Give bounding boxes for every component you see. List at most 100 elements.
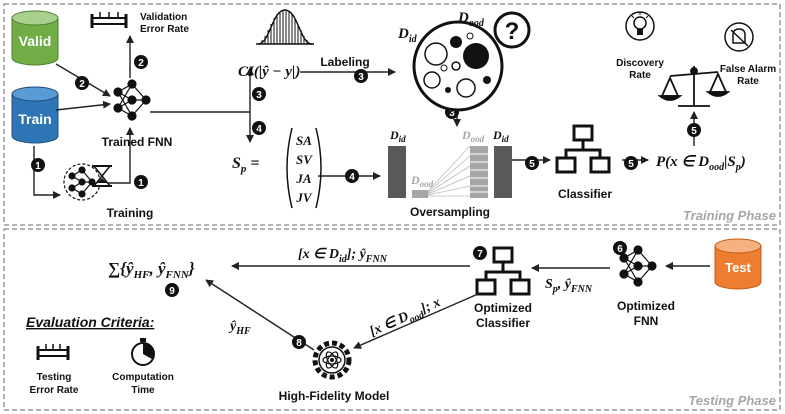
step-marker-5c: 5 (687, 123, 701, 137)
svg-text:3: 3 (256, 90, 262, 101)
discovery-rate-line1: Discovery (616, 58, 664, 69)
arrow-ood-expression: [x ∈ Dood]; x (368, 295, 445, 342)
muted-bell-icon (724, 22, 754, 52)
step-marker-9: 9 (165, 283, 179, 297)
step-marker-3b: 3 (354, 69, 368, 83)
svg-text:5: 5 (529, 159, 535, 170)
bar-label-id-before: Did (389, 128, 406, 144)
test-label: Test (725, 260, 751, 275)
svg-text:7: 7 (477, 249, 483, 260)
step-marker-6: 6 (613, 241, 627, 255)
train-label: Train (18, 111, 51, 127)
ci-expression: CI(|ŷ − y|) (238, 64, 300, 80)
confidence-interval-icon (256, 9, 314, 45)
bar-label-ood-before: Dood (410, 173, 434, 189)
hourglass-icon (92, 165, 112, 187)
svg-text:8: 8 (296, 338, 302, 349)
trained-fnn-label: Trained FNN (102, 135, 173, 149)
evaluation-criteria-heading: Evaluation Criteria: (26, 314, 154, 330)
step-marker-7: 7 (473, 246, 487, 260)
oversampling-label: Oversampling (410, 205, 490, 219)
question-mark-icon: ? (493, 11, 531, 49)
bar-ood-after (470, 146, 488, 198)
training-label: Training (107, 206, 154, 220)
classifier-tree-icon (555, 124, 611, 174)
labeling-label: Labeling (320, 55, 369, 69)
high-fidelity-model-label: High-Fidelity Model (279, 389, 390, 403)
discovery-rate-line2: Rate (629, 70, 651, 81)
trained-fnn-network-icon (113, 79, 151, 121)
training-phase-label: Training Phase (683, 208, 776, 223)
validation-label-line2: Error Rate (140, 24, 189, 35)
d-ood-label: Dood (457, 10, 485, 29)
step-marker-2a: 2 (75, 76, 89, 90)
svg-text:2: 2 (138, 58, 144, 69)
computation-time-line1: Computation (112, 372, 174, 383)
probability-expression: P(x ∈ Dood|Sp) (656, 154, 746, 173)
balance-scale-icon (657, 66, 731, 107)
bar-id-after (494, 146, 512, 198)
matrix-right-paren (315, 127, 322, 209)
optimized-classifier-tree-icon (475, 246, 531, 296)
optimized-classifier-line2: Classifier (476, 316, 530, 330)
training-network-icon (63, 163, 101, 201)
bar-id-before (388, 146, 406, 198)
d-id-label: Did (397, 26, 418, 45)
svg-text:1: 1 (138, 178, 144, 189)
step-marker-3a: 3 (252, 87, 266, 101)
false-alarm-rate-line1: False Alarm (720, 64, 776, 75)
false-alarm-rate-line2: Rate (737, 76, 759, 87)
svg-text:3: 3 (358, 72, 364, 83)
svg-text:2: 2 (79, 79, 85, 90)
testing-phase-label: Testing Phase (688, 393, 776, 408)
sp-item-ja: JA (295, 171, 312, 186)
step-marker-4a: 4 (252, 121, 266, 135)
testing-phase-panel (3, 228, 781, 411)
step-marker-1a: 1 (31, 158, 45, 172)
svg-text:6: 6 (617, 244, 623, 255)
matrix-left-paren (286, 127, 293, 209)
bar-label-id-after: Did (492, 128, 509, 144)
optimized-fnn-network-icon (619, 245, 657, 287)
optimized-classifier-line1: Optimized (474, 301, 532, 315)
step-marker-4b: 4 (345, 169, 359, 183)
step-marker-1b: 1 (134, 175, 148, 189)
testing-error-rate-line2: Error Rate (30, 385, 79, 396)
svg-text:5: 5 (691, 126, 697, 137)
svg-text:?: ? (505, 18, 520, 45)
testing-arrows (205, 262, 710, 351)
sp-item-sa: SA (296, 133, 312, 148)
training-phase-panel (3, 3, 781, 226)
bar-label-ood-after: Dood (461, 128, 485, 144)
test-dataset-cylinder: Test (714, 238, 762, 290)
testing-error-rate-line1: Testing (37, 372, 72, 383)
lightbulb-icon (625, 11, 655, 41)
optimized-fnn-line2: FNN (634, 314, 659, 328)
y-hf-label: ŷHF (228, 319, 251, 337)
id-ood-cluster (412, 20, 504, 112)
sp-item-jv: JV (295, 190, 313, 205)
step-marker-5a: 5 (525, 156, 539, 170)
optimized-fnn-line1: Optimized (617, 299, 675, 313)
sum-expression: ∑{ŷHF, ŷFNN} (108, 259, 195, 281)
testing-error-rate-gauge-icon (36, 344, 70, 360)
arrow-sp-expression: Sp, ŷFNN (545, 277, 593, 295)
sp-item-sv: SV (296, 152, 313, 167)
validation-label-line1: Validation (140, 12, 187, 23)
valid-label: Valid (19, 33, 52, 49)
svg-text:5: 5 (628, 159, 634, 170)
step-marker-8: 8 (292, 335, 306, 349)
svg-text:9: 9 (169, 286, 175, 297)
sp-symbol: Sp = (232, 155, 260, 175)
classifier-label: Classifier (558, 187, 612, 201)
bar-ood-before (412, 190, 428, 198)
svg-text:1: 1 (35, 161, 41, 172)
step-marker-5b: 5 (624, 156, 638, 170)
svg-text:3: 3 (449, 108, 455, 119)
svg-text:4: 4 (349, 172, 355, 183)
stopwatch-icon (131, 338, 155, 366)
high-fidelity-gear-icon (312, 340, 352, 380)
step-marker-2b: 2 (134, 55, 148, 69)
valid-dataset-cylinder: Valid (11, 10, 59, 66)
